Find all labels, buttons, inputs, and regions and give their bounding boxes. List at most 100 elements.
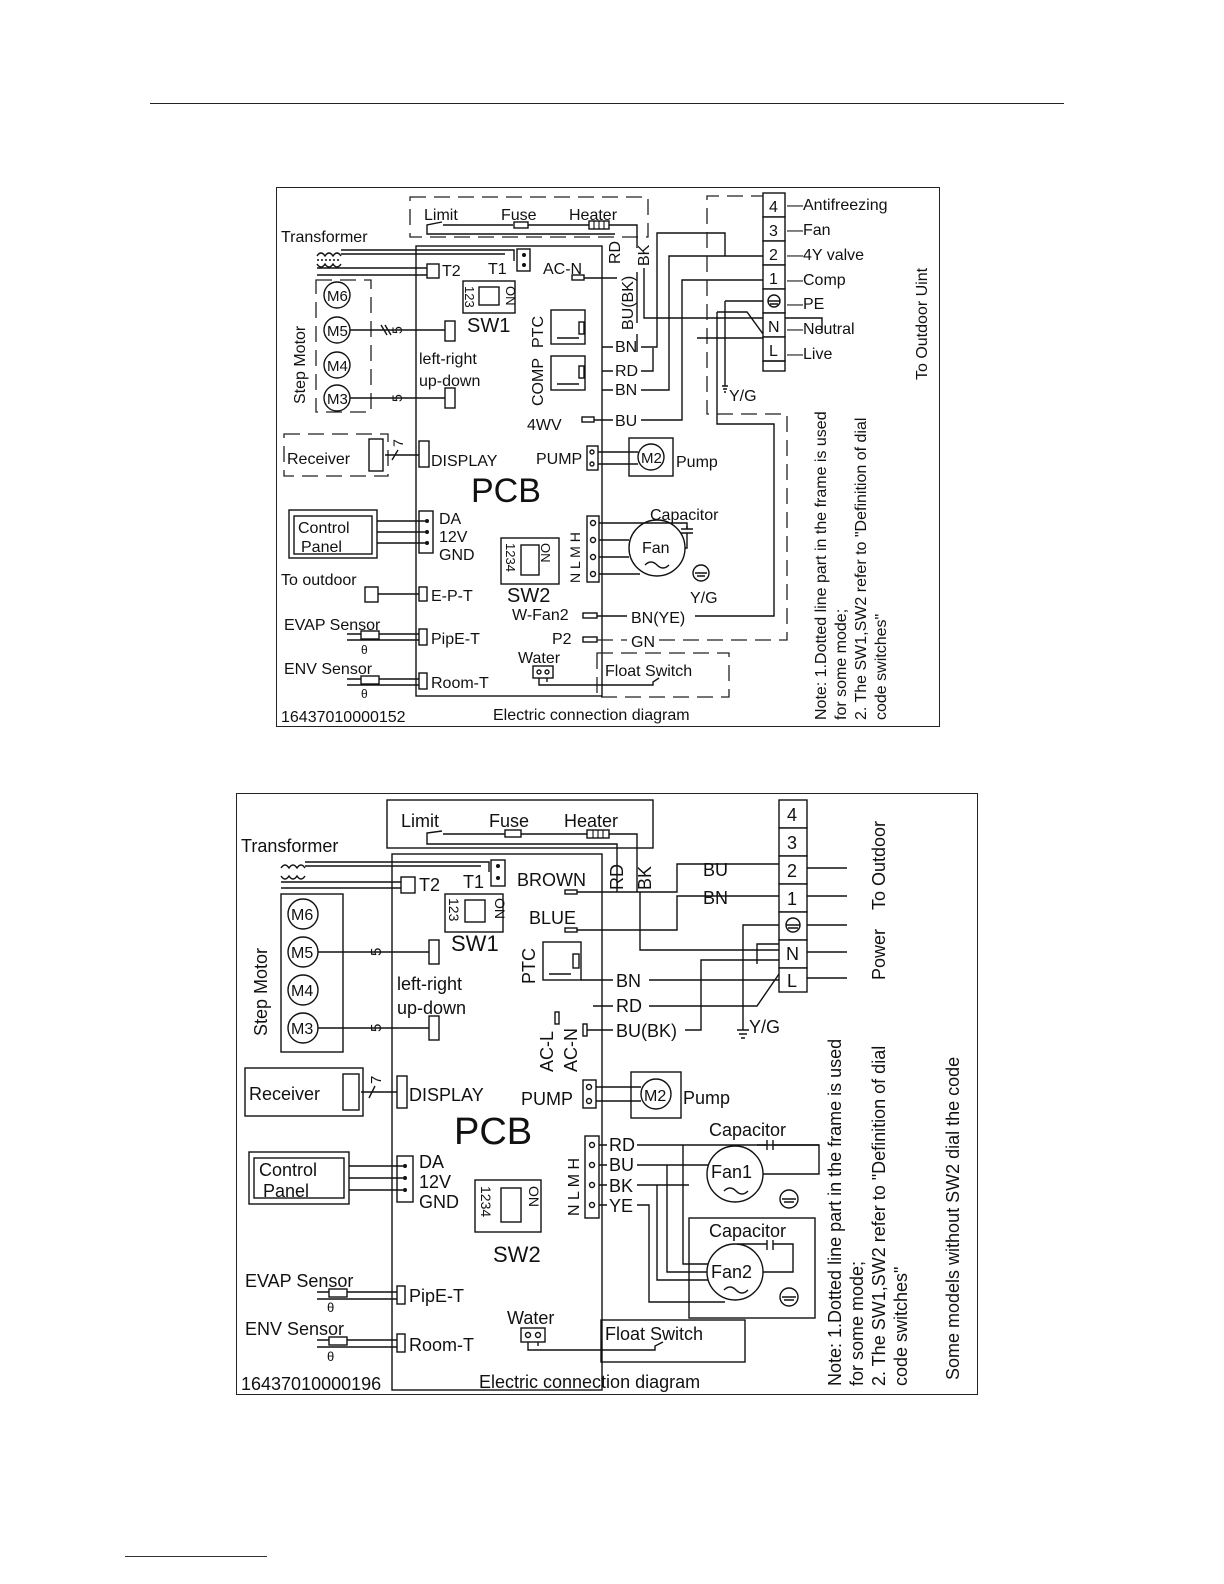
svg-text:M4: M4 xyxy=(327,358,348,375)
limit-switch xyxy=(426,221,513,229)
m6-motor xyxy=(323,281,351,309)
receiver-symbol xyxy=(368,438,384,472)
transformer-coil xyxy=(316,252,342,268)
svg-text:θ: θ xyxy=(361,643,368,657)
pcb-board xyxy=(415,245,603,697)
svg-text:BU: BU xyxy=(703,860,728,880)
svg-text:DA: DA xyxy=(439,511,462,528)
terminal-block: 4 3 2 1 N L xyxy=(778,799,808,993)
svg-text:Float Switch: Float Switch xyxy=(605,1324,703,1344)
svg-text:—Antifreezing: —Antifreezing xyxy=(787,197,888,214)
svg-text:BN: BN xyxy=(616,971,641,991)
svg-text:2: 2 xyxy=(769,247,778,264)
svg-text:GN: GN xyxy=(631,634,655,651)
sw2-switch xyxy=(500,537,560,585)
svg-text:Receiver: Receiver xyxy=(249,1084,320,1104)
fuse-label: Fuse xyxy=(501,207,537,224)
svg-text:W-Fan2: W-Fan2 xyxy=(512,607,569,624)
svg-text:YE: YE xyxy=(609,1196,633,1216)
svg-text:for some mode;: for some mode; xyxy=(847,1261,867,1386)
svg-text:code switches": code switches" xyxy=(873,614,890,720)
t1-connector xyxy=(516,248,531,272)
svg-text:Fan: Fan xyxy=(642,540,670,557)
svg-text:5: 5 xyxy=(368,948,385,956)
svg-text:Capacitor: Capacitor xyxy=(650,507,719,524)
diagram-caption: Electric connection diagram xyxy=(493,707,690,724)
svg-text:T1: T1 xyxy=(463,872,484,892)
svg-text:1234: 1234 xyxy=(503,543,518,572)
svg-text:—PE: —PE xyxy=(787,296,824,313)
diagram-1-svg: Limit Fuse Heater PCB Transformer T2 T1 … xyxy=(281,192,931,726)
svg-text:Note: 1.Dotted line part in th: Note: 1.Dotted line part in the frame is… xyxy=(825,1039,845,1386)
svg-text:3: 3 xyxy=(769,223,778,240)
wiring-diagram-2: Limit Fuse Heater PCB Transformer T2 T1 … xyxy=(236,793,978,1395)
svg-text:BU(BK): BU(BK) xyxy=(616,1021,677,1041)
svg-text:L: L xyxy=(769,343,778,360)
svg-text:To Outdoor: To Outdoor xyxy=(869,821,889,910)
svg-text:Pump: Pump xyxy=(683,1088,730,1108)
svg-text:θ: θ xyxy=(327,1300,334,1315)
svg-text:up-down: up-down xyxy=(397,998,466,1018)
pump-connector xyxy=(586,445,599,471)
svg-text:ON: ON xyxy=(492,898,508,919)
svg-text:BN: BN xyxy=(703,888,728,908)
svg-text:Fuse: Fuse xyxy=(489,811,529,831)
svg-text:PTC: PTC xyxy=(519,948,539,984)
svg-text:1234: 1234 xyxy=(478,1186,494,1217)
heater-label: Heater xyxy=(569,207,618,224)
roomt-label: Room-T xyxy=(431,675,489,692)
svg-text:PUMP: PUMP xyxy=(536,451,582,468)
svg-text:AC-N: AC-N xyxy=(561,1028,581,1072)
svg-text:M2: M2 xyxy=(644,1088,666,1105)
svg-text:Control: Control xyxy=(298,520,350,537)
to-outdoor-unit-label: To Outdoor Uint xyxy=(914,267,931,380)
svg-text:M2: M2 xyxy=(641,450,662,467)
pipet-label: PipE-T xyxy=(431,631,480,648)
svg-text:Water: Water xyxy=(518,650,561,667)
svg-text:BN: BN xyxy=(615,339,637,356)
step-motor-label: Step Motor xyxy=(292,325,309,404)
svg-text:left-right: left-right xyxy=(397,974,462,994)
svg-text:—Live: —Live xyxy=(787,346,832,363)
fuse-symbol xyxy=(513,221,529,229)
limit-label: Limit xyxy=(424,207,458,224)
svg-text:Y/G: Y/G xyxy=(749,1017,780,1037)
svg-text:M5: M5 xyxy=(291,945,313,962)
up-down-connector xyxy=(444,387,456,409)
left-right-connector xyxy=(444,320,456,342)
svg-text:Some models without SW2 dial t: Some models without SW2 dial the code xyxy=(943,1057,963,1380)
t1-label: T1 xyxy=(488,261,507,278)
svg-text:—Comp: —Comp xyxy=(787,272,846,289)
pump-frame xyxy=(628,437,674,477)
control-panel-outer xyxy=(288,509,378,559)
display-label: DISPLAY xyxy=(431,453,498,470)
header-rule xyxy=(150,103,1064,104)
svg-text:123: 123 xyxy=(462,286,477,308)
svg-text:ENV Sensor: ENV Sensor xyxy=(284,661,373,678)
sw2-label: SW2 xyxy=(507,585,550,607)
svg-text:T2: T2 xyxy=(419,875,440,895)
pcb-label: PCB xyxy=(471,472,541,510)
svg-text:BN: BN xyxy=(615,382,637,399)
svg-text:PCB: PCB xyxy=(454,1111,532,1153)
m4-motor xyxy=(323,351,351,379)
svg-text:12V: 12V xyxy=(439,529,468,546)
svg-text:RD: RD xyxy=(609,1135,635,1155)
t2-connector xyxy=(426,263,440,279)
step-motor-frame xyxy=(315,279,372,413)
outdoor-connector xyxy=(364,586,379,603)
t2-label: T2 xyxy=(442,263,461,280)
ept-label: E-P-T xyxy=(431,588,473,605)
svg-text:ENV Sensor: ENV Sensor xyxy=(245,1319,344,1339)
svg-text:Transformer: Transformer xyxy=(241,836,338,856)
svg-text:M6: M6 xyxy=(291,907,313,924)
svg-text:DISPLAY: DISPLAY xyxy=(409,1085,484,1105)
bk-top-label: BK xyxy=(636,244,653,266)
svg-text:Capacitor: Capacitor xyxy=(709,1221,786,1241)
display-connector xyxy=(418,440,430,468)
heater-frame xyxy=(409,196,649,238)
ptc-label: PTC xyxy=(530,316,547,348)
svg-text:N: N xyxy=(786,944,799,964)
svg-text:EVAP Sensor: EVAP Sensor xyxy=(245,1271,353,1291)
svg-text:Limit: Limit xyxy=(401,811,439,831)
